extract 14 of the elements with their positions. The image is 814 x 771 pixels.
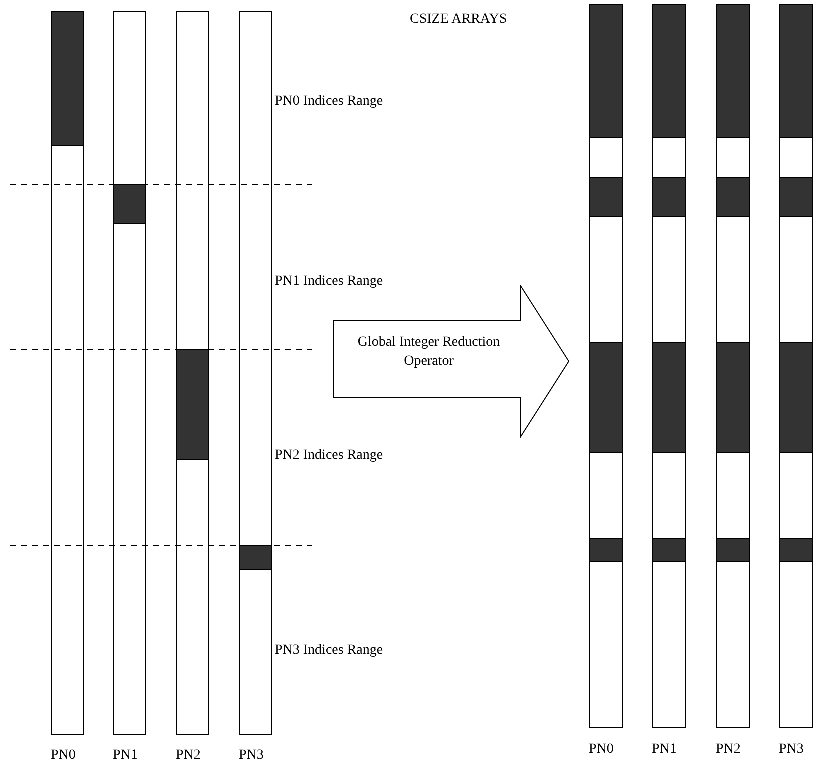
range-label: PN1 Indices Range [275, 274, 384, 290]
array-label: PN0 [589, 742, 614, 758]
array-label: PN1 [652, 742, 677, 758]
range-label: PN3 Indices Range [275, 643, 384, 659]
array-label: PN2 [176, 748, 201, 764]
array-label: PN0 [51, 748, 76, 764]
array-label: PN1 [113, 748, 138, 764]
operator-label: Global Integer Reduction Operator [356, 334, 502, 371]
heading: CSIZE ARRAYS [410, 12, 508, 28]
array-label: PN2 [716, 742, 741, 758]
range-label: PN2 Indices Range [275, 448, 384, 464]
range-label: PN0 Indices Range [275, 94, 384, 110]
array-label: PN3 [239, 748, 264, 764]
array-label: PN3 [779, 742, 804, 758]
